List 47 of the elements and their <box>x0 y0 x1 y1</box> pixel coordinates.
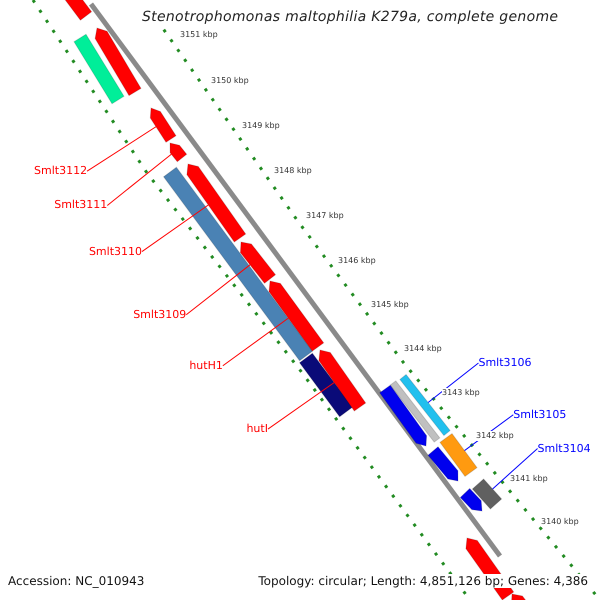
gene-feature <box>439 432 478 478</box>
leader-line <box>106 154 172 206</box>
leader-line <box>142 204 209 252</box>
gene-feature <box>150 107 177 143</box>
gene-feature <box>379 384 428 447</box>
gene-feature <box>94 27 142 96</box>
title: Stenotrophomonas maltophilia K279a, complete genome <box>140 9 560 25</box>
gene-label: Smlt3105 <box>513 408 566 422</box>
scale-label: 3141 kbp <box>510 474 548 484</box>
gene-label: hutI <box>246 422 268 436</box>
accession-text: Accession: NC_010943 <box>8 574 144 588</box>
scale-label: 3145 kbp <box>371 300 409 310</box>
scale-label: 3148 kbp <box>274 166 312 176</box>
gene-feature <box>240 241 276 284</box>
scale-label: 3142 kbp <box>476 431 514 441</box>
gene-feature <box>460 488 483 512</box>
gene-feature <box>318 349 366 412</box>
leader-line <box>186 264 250 316</box>
leader-line <box>86 126 156 172</box>
gene-feature <box>268 280 324 352</box>
gene-label: hutH1 <box>189 358 223 373</box>
leader-line <box>222 318 289 366</box>
scale-label: 3140 kbp <box>541 517 579 527</box>
scale-label: 3143 kbp <box>442 388 480 398</box>
gene-label: Smlt3106 <box>478 356 532 370</box>
gene-feature <box>186 163 246 243</box>
gene-feature <box>390 380 440 443</box>
scale-label: 3149 kbp <box>242 121 280 131</box>
gene-label: Smlt3109 <box>133 308 186 322</box>
gene-feature <box>472 478 502 510</box>
genome-stats-text: Topology: circular; Length: 4,851,126 bp; Genes: 4,386 <box>256 574 590 588</box>
gene-label: Smlt3112 <box>34 164 88 178</box>
gene-feature <box>298 352 354 418</box>
gene-label: Smlt3104 <box>538 442 591 456</box>
gene-feature <box>427 446 458 482</box>
scale-label: 3146 kbp <box>338 256 376 266</box>
gene-label: Smlt3111 <box>54 198 108 212</box>
leader-line <box>428 362 479 404</box>
scale-label: 3151 kbp <box>180 30 218 40</box>
gene-label: Smlt3110 <box>88 244 142 259</box>
leader-line <box>492 448 538 490</box>
gene-feature <box>73 34 125 104</box>
leader-line <box>267 382 335 430</box>
gene-feature <box>170 142 188 162</box>
scale-label: 3150 kbp <box>211 76 249 86</box>
scale-label: 3144 kbp <box>404 344 442 354</box>
scale-label: 3147 kbp <box>306 211 344 221</box>
